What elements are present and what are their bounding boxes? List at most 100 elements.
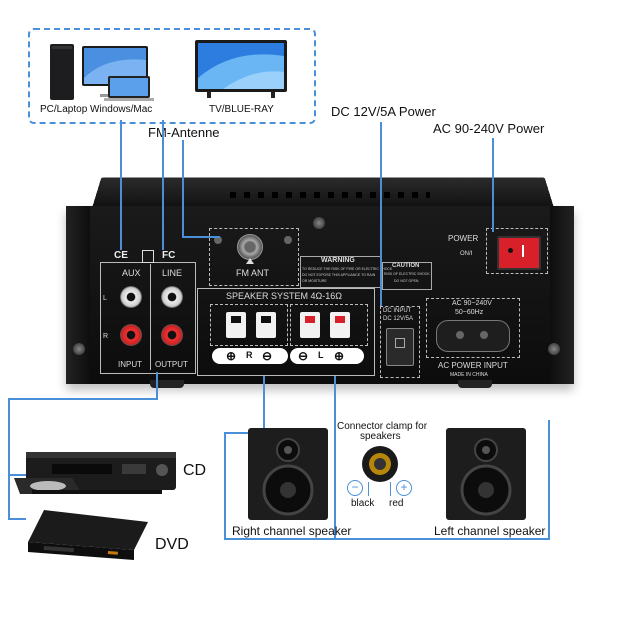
pc-laptop-label: PC/Laptop Windows/Mac <box>40 104 153 115</box>
connector-line <box>224 432 226 540</box>
ac-socket-pin <box>456 331 464 339</box>
clamp-label-1: Connector clamp for <box>337 421 428 432</box>
right-channel-mark: R <box>246 350 253 360</box>
caution-text-1: RISK OF ELECTRIC SHOCK <box>384 272 430 276</box>
aux-right-jack[interactable] <box>120 324 142 346</box>
warning-text-3: OR MOISTURE <box>302 279 327 283</box>
tv-image <box>195 40 287 98</box>
connector-line <box>8 518 26 520</box>
connector-line <box>224 538 550 540</box>
warning-text-2: DO NOT EXPOSE THIS APPLIANCE TO RAIN <box>302 273 376 277</box>
power-rocker-switch[interactable] <box>497 236 541 270</box>
made-in-label: MADE IN CHINA <box>450 372 488 378</box>
line-label: LINE <box>162 268 183 278</box>
line-left-jack[interactable] <box>161 286 183 308</box>
clamp-label-2: speakers <box>360 431 401 442</box>
speaker-system-label: SPEAKER SYSTEM 4Ω-16Ω <box>226 291 342 301</box>
left-speaker-label: Left channel speaker <box>434 524 546 538</box>
connector-line <box>263 376 265 434</box>
l-channel-label: L <box>103 295 107 302</box>
power-label: POWER <box>448 234 479 243</box>
terminal-r-black-tab <box>231 316 241 323</box>
vent-slots <box>230 192 430 198</box>
aux-left-jack[interactable] <box>120 286 142 308</box>
dc-power-callout: DC 12V/5A Power <box>331 104 436 119</box>
polarity-row-left <box>290 348 364 364</box>
terminal-r-red-tab <box>261 316 271 323</box>
power-switch-outline <box>486 228 548 274</box>
ac-freq: 50~60Hz <box>455 309 484 316</box>
fm-ant-box <box>209 228 299 286</box>
weee-icon <box>142 250 154 263</box>
tv-label: TV/BLUE-RAY <box>209 104 274 115</box>
warning-text-1: TO REDUCE THE RISK OF FIRE OR ELECTRIC S… <box>302 267 393 271</box>
connector-line <box>224 432 265 434</box>
ac-rating: AC 90~240V <box>452 300 492 307</box>
output-label: OUTPUT <box>155 360 188 369</box>
power-off-mark <box>522 245 524 257</box>
onoff-label: ON/I <box>460 251 473 257</box>
cd-label: CD <box>183 462 207 479</box>
clamp-black-line <box>368 482 369 496</box>
fm-ant-arrow-icon <box>246 258 254 264</box>
connector-line <box>380 122 382 306</box>
caution-title: CAUTION <box>392 263 420 269</box>
fm-ant-label: FM ANT <box>236 268 269 278</box>
connector-line <box>162 120 164 250</box>
connector-line <box>182 236 220 238</box>
connector-line <box>492 138 494 232</box>
screw <box>214 236 222 244</box>
dc-rating-label: DC 12V/5A <box>383 316 414 322</box>
fm-ant-connector[interactable] <box>237 234 263 260</box>
screw <box>548 343 560 355</box>
polarity-row-right <box>212 348 288 364</box>
line-right-jack[interactable] <box>161 324 183 346</box>
cd-player-image <box>14 452 176 494</box>
foot-right <box>458 380 492 388</box>
dvd-player-image <box>28 510 148 560</box>
dvd-label: DVD <box>155 536 189 553</box>
connector-line <box>182 140 184 236</box>
input-label: INPUT <box>118 360 142 369</box>
clamp-red-line <box>390 482 391 496</box>
plus-icon: + <box>396 480 412 496</box>
ac-power-socket[interactable] <box>436 320 510 352</box>
terminal-l-black-tab <box>305 316 315 323</box>
minus-icon: ⊖ <box>262 349 273 363</box>
ac-power-input-label: AC POWER INPUT <box>438 361 508 370</box>
power-on-mark <box>508 248 513 253</box>
dc-jack-pin <box>395 338 405 348</box>
dc-input-label: DC INPUT <box>383 308 412 314</box>
cert-fc: FC <box>162 250 176 261</box>
right-speaker-image <box>248 428 328 520</box>
screw <box>284 236 292 244</box>
ac-socket-pin <box>480 331 488 339</box>
dc-input-box <box>380 306 420 378</box>
connector-line <box>334 376 336 540</box>
source-devices-box <box>28 28 316 124</box>
foot-left <box>150 380 184 388</box>
terminal-l-red-tab <box>335 316 345 323</box>
io-divider <box>150 264 151 370</box>
cert-ce: CE <box>114 250 128 261</box>
warning-title: WARNING <box>321 257 355 264</box>
connector-line <box>120 120 122 250</box>
connector-line <box>8 398 158 400</box>
aux-label: AUX <box>122 268 141 278</box>
right-terminal-group <box>210 304 288 346</box>
fm-antenne-callout: FM-Antenne <box>148 125 220 140</box>
red-label: red <box>389 498 404 509</box>
screw <box>73 343 85 355</box>
left-terminal-group <box>290 304 368 346</box>
ac-input-box <box>426 298 520 358</box>
black-label: black <box>351 498 375 509</box>
connector-clamp-image <box>362 446 398 482</box>
connector-line <box>8 474 26 476</box>
screw <box>313 217 325 229</box>
panel-side-right <box>550 206 574 384</box>
io-box <box>100 262 196 374</box>
minus-icon: − <box>347 480 363 496</box>
ac-power-callout: AC 90-240V Power <box>433 121 545 136</box>
caution-text-2: DO NOT OPEN <box>394 279 419 283</box>
right-speaker-label: Right channel speaker <box>232 524 352 538</box>
